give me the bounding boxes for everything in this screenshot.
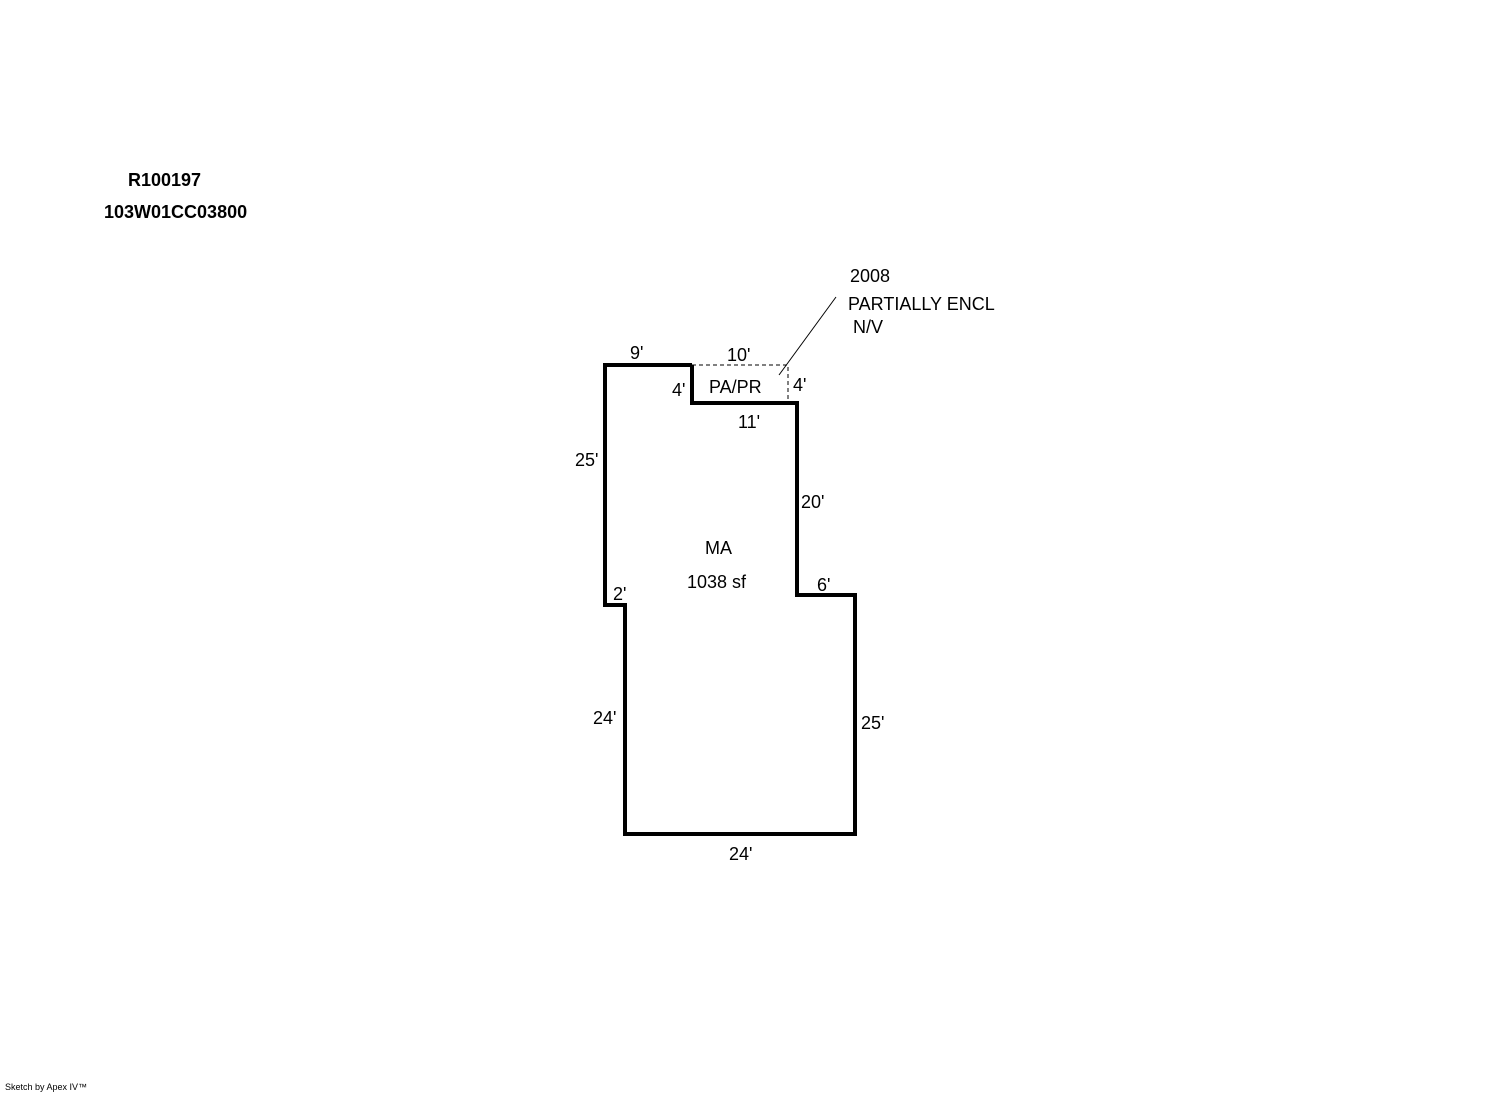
dim-main-top-left: 9' [630,343,643,363]
dim-right-upper: 20' [801,492,824,512]
dim-notch-bottom: 11' [738,412,760,432]
note-year: 2008 [850,266,890,286]
note-status: N/V [853,317,883,337]
note-leader-line [778,296,837,376]
dim-bottom: 24' [729,844,752,864]
main-area-code: MA [705,538,732,558]
dim-addition-right: 4' [793,375,806,395]
dim-left-lower: 24' [593,708,616,728]
dim-addition-top: 10' [727,345,750,365]
addition-outline [692,364,789,403]
main-area-size: 1038 sf [687,572,747,592]
note-description: PARTIALLY ENCL [848,294,995,314]
main-area-outline [603,363,857,836]
map-tax-lot: 103W01CC03800 [104,202,247,222]
dim-step-right: 6' [817,575,830,595]
dim-left-upper: 25' [575,450,598,470]
addition-code: PA/PR [709,377,762,397]
dim-notch-left: 4' [672,380,685,400]
dim-right-lower: 25' [861,713,884,733]
sketch-credit: Sketch by Apex IV™ [5,1082,87,1092]
account-id: R100197 [128,170,201,190]
dim-step-left: 2' [613,584,626,604]
